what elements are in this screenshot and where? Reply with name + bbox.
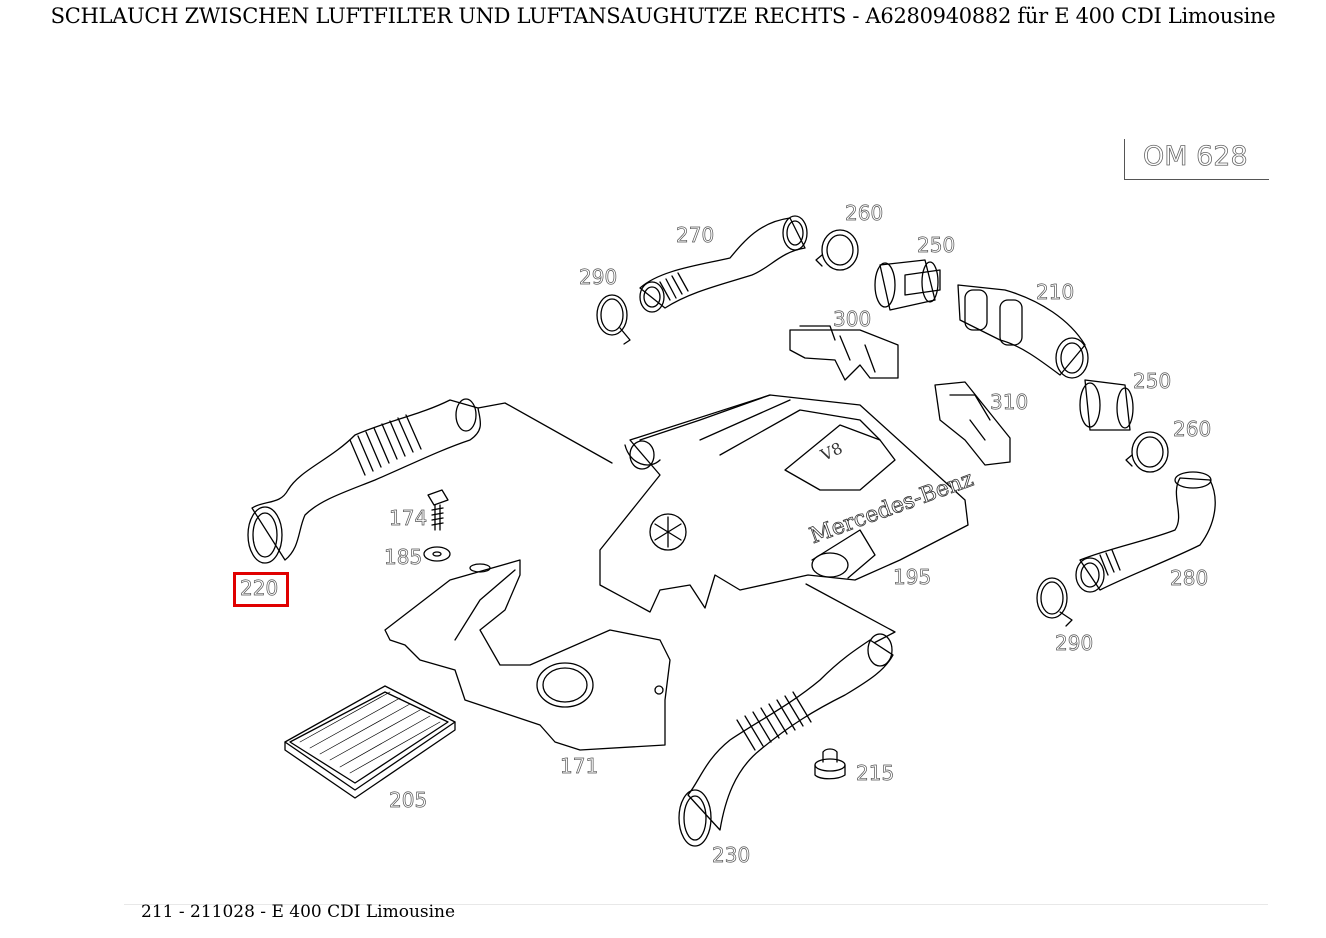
part-174 — [427, 489, 449, 531]
part-260-lower — [1125, 431, 1169, 473]
part-number-195[interactable]: 195 — [893, 565, 932, 589]
part-number-250[interactable]: 250 — [917, 233, 956, 257]
page-title: SCHLAUCH ZWISCHEN LUFTFILTER UND LUFTANS… — [50, 4, 1276, 28]
part-230 — [678, 633, 894, 847]
part-250-upper — [874, 259, 941, 311]
part-300 — [789, 325, 899, 381]
leader-line-220 — [477, 402, 613, 464]
engine-code-label: OM 628 — [1143, 141, 1248, 173]
part-number-174[interactable]: 174 — [389, 506, 428, 530]
part-171 — [384, 559, 671, 751]
part-205 — [284, 685, 456, 799]
footer-model-info: 211 - 211028 - E 400 CDI Limousine — [141, 902, 456, 922]
part-270 — [639, 215, 808, 313]
selected-part-highlight — [233, 572, 289, 607]
part-215 — [814, 748, 846, 780]
part-number-210[interactable]: 210 — [1036, 280, 1075, 304]
part-number-220[interactable]: 220 — [240, 576, 279, 600]
part-number-290[interactable]: 290 — [579, 265, 618, 289]
part-number-260-lower[interactable]: 260 — [1173, 417, 1212, 441]
part-number-300[interactable]: 300 — [833, 307, 872, 331]
part-260-upper — [815, 229, 859, 271]
part-number-185[interactable]: 185 — [384, 545, 423, 569]
engine-code-box — [1124, 139, 1269, 180]
leader-line-230 — [805, 583, 896, 647]
part-310 — [934, 381, 1011, 466]
part-number-205[interactable]: 205 — [389, 788, 428, 812]
part-number-270[interactable]: 270 — [676, 223, 715, 247]
part-number-260[interactable]: 260 — [845, 201, 884, 225]
part-290-lower — [1036, 577, 1073, 627]
part-number-290-lower[interactable]: 290 — [1055, 631, 1094, 655]
part-number-171[interactable]: 171 — [560, 754, 599, 778]
footer-divider — [124, 904, 1268, 905]
part-185 — [423, 546, 451, 562]
part-290-upper — [596, 294, 631, 345]
part-number-310[interactable]: 310 — [990, 390, 1029, 414]
part-250-lower — [1079, 379, 1134, 431]
part-number-215[interactable]: 215 — [856, 761, 895, 785]
part-number-230[interactable]: 230 — [712, 843, 751, 867]
part-number-250-lower[interactable]: 250 — [1133, 369, 1172, 393]
part-280 — [1075, 471, 1216, 593]
part-220 — [247, 398, 482, 564]
part-195 — [599, 394, 969, 613]
part-number-280[interactable]: 280 — [1170, 566, 1209, 590]
part-210 — [957, 284, 1089, 379]
